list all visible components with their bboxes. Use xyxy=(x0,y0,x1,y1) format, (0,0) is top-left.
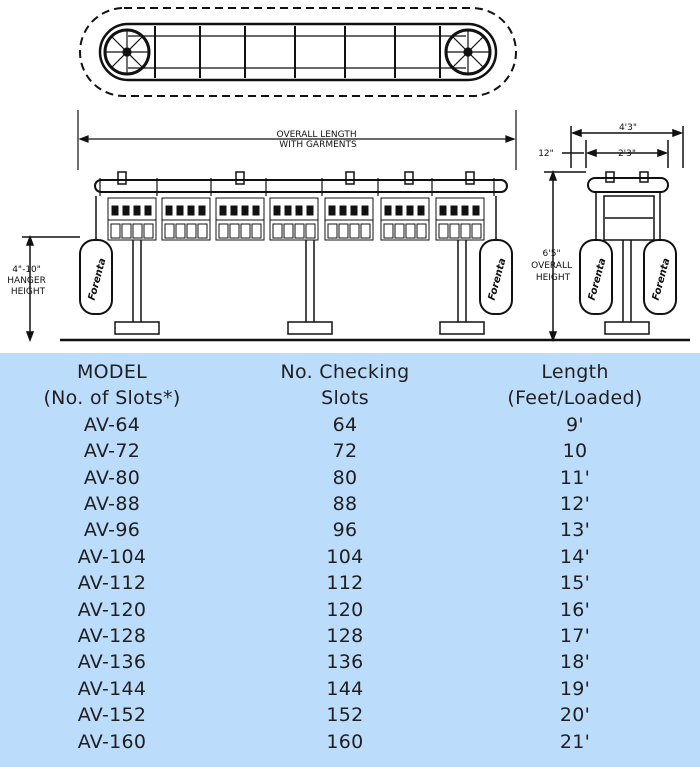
table-cell-model: AV-72 xyxy=(83,440,141,463)
length-column: Length (Feet/Loaded) 9' 10 11' 12' 13' 14' 15'… xyxy=(475,359,675,755)
table-cell-slots: 120 xyxy=(326,598,364,621)
slot-block xyxy=(215,197,265,241)
table-cell-model: AV-104 xyxy=(77,545,147,568)
table-cell-model: AV-120 xyxy=(77,598,147,621)
slot-block xyxy=(435,197,485,241)
offset-dimension-label: 12" xyxy=(538,149,554,159)
table-cell-model: AV-88 xyxy=(83,493,141,516)
table-cell-model: AV-160 xyxy=(77,730,147,753)
table-cell-slots: 136 xyxy=(326,651,364,674)
table-cell-slots: 104 xyxy=(326,545,364,568)
side-slot-block xyxy=(603,195,655,241)
table-cell-length: 14' xyxy=(559,545,591,568)
side-bag-right xyxy=(643,239,677,315)
rail-posts xyxy=(117,171,475,185)
slot-block xyxy=(161,197,211,241)
bag-brand-label: Forenta xyxy=(651,257,673,302)
table-cell-model: AV-152 xyxy=(77,704,147,727)
hanger-height-label: 4"-10" HANGER HEIGHT xyxy=(7,265,48,297)
table-cell-slots: 88 xyxy=(332,493,358,516)
table-cell-slots: 160 xyxy=(326,730,364,753)
slots-subheader: Slots xyxy=(321,387,369,410)
table-cell-slots: 96 xyxy=(332,519,358,542)
base-right xyxy=(439,321,485,335)
table-cell-model: AV-136 xyxy=(77,651,147,674)
length-header: Length xyxy=(541,361,609,383)
table-cell-slots: 72 xyxy=(332,440,358,463)
model-subheader: (No. of Slots*) xyxy=(43,387,181,410)
rail-width-label: 2'3" xyxy=(618,149,636,159)
base-mid xyxy=(287,321,333,335)
table-cell-length: 13' xyxy=(559,519,591,542)
overall-height-label: 6'5" OVERALL HEIGHT xyxy=(531,249,575,283)
table-cell-length: 10 xyxy=(562,440,588,463)
front-rail-stems xyxy=(99,178,495,196)
bag-brand-label: Forenta xyxy=(87,257,109,302)
table-cell-length: 19' xyxy=(559,677,591,700)
slot-block xyxy=(324,197,374,241)
width-dimension-label: 4'3" xyxy=(619,123,637,133)
table-cell-length: 17' xyxy=(559,625,591,648)
table-cell-length: 11' xyxy=(559,466,591,489)
table-cell-length: 21' xyxy=(559,730,591,753)
table-cell-slots: 80 xyxy=(332,466,358,489)
top-view-crossbars xyxy=(154,26,441,78)
slot-block xyxy=(269,197,319,241)
table-cell-slots: 144 xyxy=(326,677,364,700)
bag-brand-label: Forenta xyxy=(487,257,509,302)
table-cell-model: AV-128 xyxy=(77,625,147,648)
front-rail xyxy=(94,179,508,193)
table-cell-length: 20' xyxy=(559,704,591,727)
slot-block xyxy=(380,197,430,241)
overall-length-label: OVERALL LENGTH WITH GARMENTS xyxy=(277,130,360,150)
table-cell-slots: 128 xyxy=(326,625,364,648)
right-wheel-icon xyxy=(444,28,492,76)
side-base xyxy=(604,321,650,335)
table-cell-slots: 64 xyxy=(332,413,358,436)
table-cell-length: 16' xyxy=(559,598,591,621)
table-cell-length: 9' xyxy=(566,413,584,436)
right-garment-bag xyxy=(479,239,513,315)
model-header: MODEL xyxy=(76,361,148,383)
table-cell-slots: 112 xyxy=(326,572,364,595)
slots-header: No. Checking xyxy=(280,361,410,383)
table-cell-model: AV-96 xyxy=(83,519,141,542)
table-cell-slots: 152 xyxy=(326,704,364,727)
slots-column: No. Checking Slots 64 72 80 88 96 104 112 120 12… xyxy=(250,359,440,755)
table-cell-model: AV-112 xyxy=(77,572,147,595)
left-garment-bag xyxy=(79,239,113,315)
garment-slot-blocks xyxy=(107,197,485,241)
table-cell-length: 12' xyxy=(559,493,591,516)
top-view-outline xyxy=(79,7,517,97)
slot-block xyxy=(107,197,157,241)
table-cell-length: 18' xyxy=(559,651,591,674)
table-cell-length: 15' xyxy=(559,572,591,595)
left-wheel-icon xyxy=(103,28,151,76)
table-cell-model: AV-80 xyxy=(83,466,141,489)
table-cell-model: AV-64 xyxy=(83,413,141,436)
side-rail xyxy=(587,177,669,193)
length-subheader: (Feet/Loaded) xyxy=(507,387,643,410)
base-left xyxy=(114,321,160,335)
conveyor-technical-drawing: OVERALL LENGTH WITH GARMENTS 4"-10" HANG… xyxy=(7,7,690,343)
top-view-rail xyxy=(98,22,498,82)
bag-brand-label: Forenta xyxy=(587,257,609,302)
side-bag-left xyxy=(579,239,613,315)
table-cell-model: AV-144 xyxy=(77,677,147,700)
